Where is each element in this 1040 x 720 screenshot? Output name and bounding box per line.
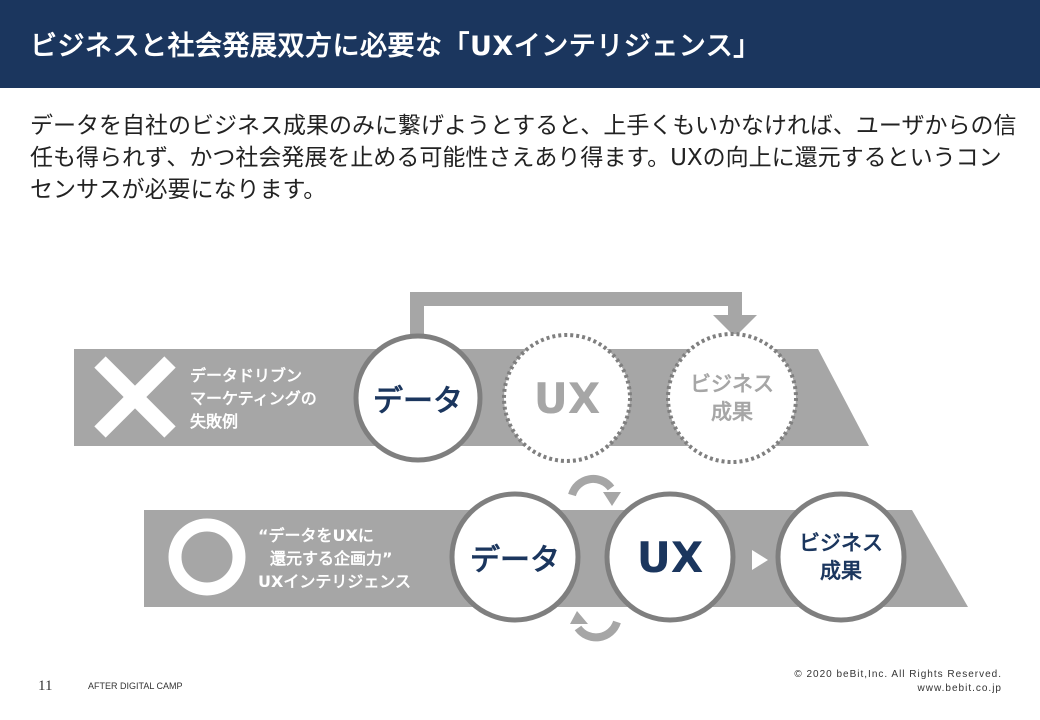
body-text: データを自社のビジネス成果のみに繋げようとすると、上手くもいかなければ、ユーザか… xyxy=(30,113,1017,203)
title-bar: ビジネスと社会発展双方に必要な「UXインテリジェンス」 xyxy=(0,0,1040,88)
event-name: AFTER DIGITAL CAMP xyxy=(88,681,183,691)
business-circle-good xyxy=(775,491,907,623)
circle-ok-icon xyxy=(168,518,246,596)
business-text-bad: ビジネス 成果 xyxy=(690,372,774,424)
copyright: © 2020 beBit,Inc. All Rights Reserved. xyxy=(794,669,1002,680)
cycle-arrow-bottom-icon xyxy=(574,620,621,642)
data-text-bad: データ xyxy=(373,384,463,419)
label-line: 還元する企画力” xyxy=(270,549,393,568)
cycle-arrow-top-icon xyxy=(568,474,615,497)
ux-circle-good xyxy=(604,491,736,623)
skip-ux-arrow xyxy=(410,292,742,350)
data-circle-good xyxy=(449,491,581,623)
label-line: “データをUXに xyxy=(258,526,374,545)
page-number: 11 xyxy=(38,678,53,694)
label-line: データドリブン xyxy=(190,366,303,385)
ux-text-good: UX xyxy=(636,532,704,582)
label-line: UXインテリジェンス xyxy=(258,572,412,591)
success-label: “データをUXに 還元する企画力” UXインテリジェンス xyxy=(258,524,411,593)
data-text-good: データ xyxy=(470,543,560,578)
ux-text-bad: UX xyxy=(533,373,601,423)
skip-ux-arrowhead xyxy=(713,315,757,337)
website-url: www.bebit.co.jp xyxy=(917,683,1002,694)
failure-label: データドリブン マーケティングの 失敗例 xyxy=(190,364,317,433)
label-line: 失敗例 xyxy=(190,412,239,431)
label-line: マーケティングの xyxy=(190,389,317,408)
data-circle-bad xyxy=(353,333,483,463)
flow-arrow-icon xyxy=(752,550,768,570)
ux-circle-bad xyxy=(502,333,632,463)
slide-title: ビジネスと社会発展双方に必要な「UXインテリジェンス」 xyxy=(30,31,761,62)
cross-icon xyxy=(94,356,176,438)
business-circle-bad xyxy=(666,332,798,464)
business-text-good: ビジネス 成果 xyxy=(799,531,883,583)
